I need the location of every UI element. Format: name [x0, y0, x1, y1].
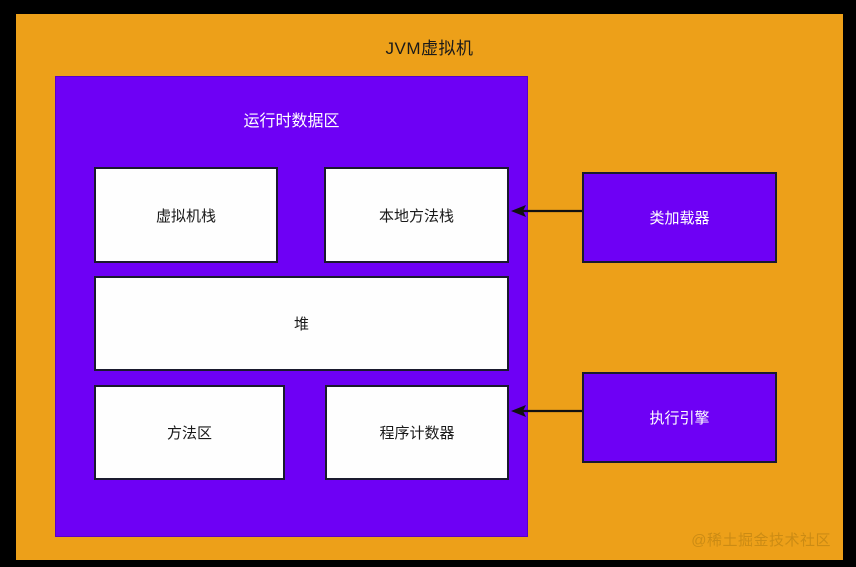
component-label: 执行引擎 [649, 410, 710, 427]
memory-region-label: 程序计数器 [379, 425, 455, 442]
memory-region-heap: 堆 [94, 276, 509, 371]
component-label: 类加载器 [649, 210, 710, 227]
runtime-data-area-title: 运行时数据区 [243, 113, 340, 130]
memory-region-pc-register: 程序计数器 [325, 385, 509, 480]
jvm-panel-title: JVM虚拟机 [385, 39, 474, 58]
component-execution-engine: 执行引擎 [582, 372, 777, 463]
jvm-panel: JVM虚拟机 运行时数据区 虚拟机栈 本地方法栈 堆 方法区 程序计数器 类加载… [16, 14, 843, 560]
memory-region-method-area: 方法区 [94, 385, 285, 480]
memory-region-label: 方法区 [166, 425, 212, 442]
arrow-execution-engine-to-runtime-area [511, 405, 582, 417]
arrow-class-loader-to-runtime-area [511, 205, 582, 217]
memory-region-label: 虚拟机栈 [155, 207, 216, 225]
watermark-text: @稀土掘金技术社区 [691, 532, 831, 549]
memory-region-native-method-stack: 本地方法栈 [324, 167, 509, 263]
runtime-data-area-box: 运行时数据区 虚拟机栈 本地方法栈 堆 方法区 程序计数器 [55, 76, 528, 537]
component-class-loader: 类加载器 [582, 172, 777, 263]
memory-region-label: 堆 [293, 316, 309, 333]
memory-region-label: 本地方法栈 [378, 207, 454, 225]
memory-region-vm-stack: 虚拟机栈 [94, 167, 278, 263]
